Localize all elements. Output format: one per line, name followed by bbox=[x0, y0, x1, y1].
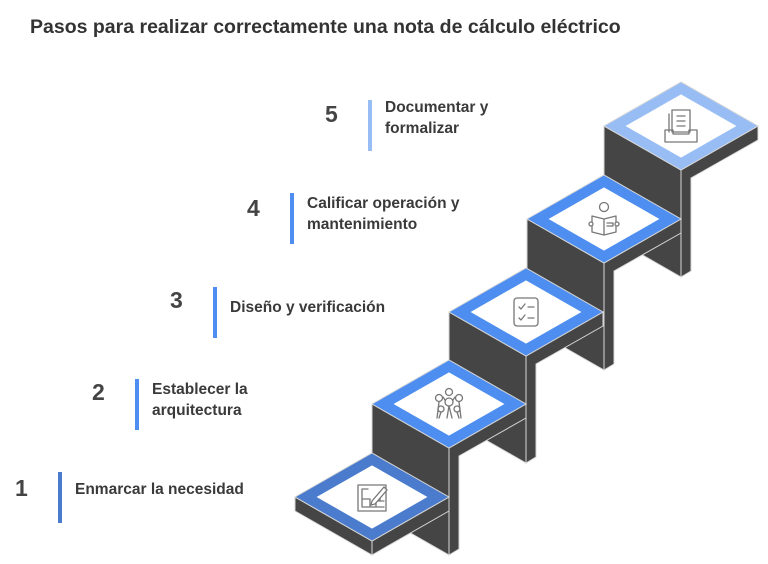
step-label: Enmarcar la necesidad bbox=[75, 479, 275, 500]
step-number: 5 bbox=[325, 101, 338, 127]
person-reading-icon bbox=[588, 201, 620, 236]
checklist-icon bbox=[513, 297, 539, 327]
step-1 bbox=[293, 452, 451, 556]
step-accent-bar bbox=[290, 193, 294, 244]
step-label-line: Enmarcar la necesidad bbox=[75, 481, 244, 498]
step-label: Diseño y verificación bbox=[230, 297, 430, 318]
step-label-line: Diseño y verificación bbox=[230, 299, 386, 316]
step-top-panel bbox=[393, 372, 505, 436]
step-number: 1 bbox=[15, 475, 28, 501]
step-top-panel bbox=[316, 465, 428, 529]
step-number: 2 bbox=[92, 379, 105, 405]
step-2 bbox=[370, 359, 528, 556]
blueprint-pencil-icon bbox=[357, 484, 388, 512]
step-label-line: Documentar y bbox=[385, 99, 489, 116]
step-label-line: Establecer la bbox=[152, 381, 248, 398]
step-accent-bar bbox=[368, 100, 372, 151]
step-number: 4 bbox=[247, 195, 260, 221]
step-number: 3 bbox=[170, 287, 183, 313]
step-label: Establecer la arquitectura bbox=[152, 379, 352, 421]
page-title: Pasos para realizar correctamente una no… bbox=[30, 16, 621, 38]
step-label-line: arquitectura bbox=[152, 402, 242, 419]
step-top-panel bbox=[470, 280, 582, 344]
network-structure-icon bbox=[434, 387, 464, 419]
step-label-line: mantenimiento bbox=[307, 216, 418, 233]
step-label: Calificar operación y mantenimiento bbox=[307, 193, 507, 235]
step-label-line: Calificar operación y bbox=[307, 195, 460, 212]
step-label-line: formalizar bbox=[385, 120, 460, 137]
step-accent-bar bbox=[58, 472, 62, 523]
step-accent-bar bbox=[135, 379, 139, 430]
step-accent-bar bbox=[213, 287, 217, 338]
step-label: Documentar y formalizar bbox=[385, 97, 585, 139]
document-tray-icon bbox=[664, 109, 698, 143]
